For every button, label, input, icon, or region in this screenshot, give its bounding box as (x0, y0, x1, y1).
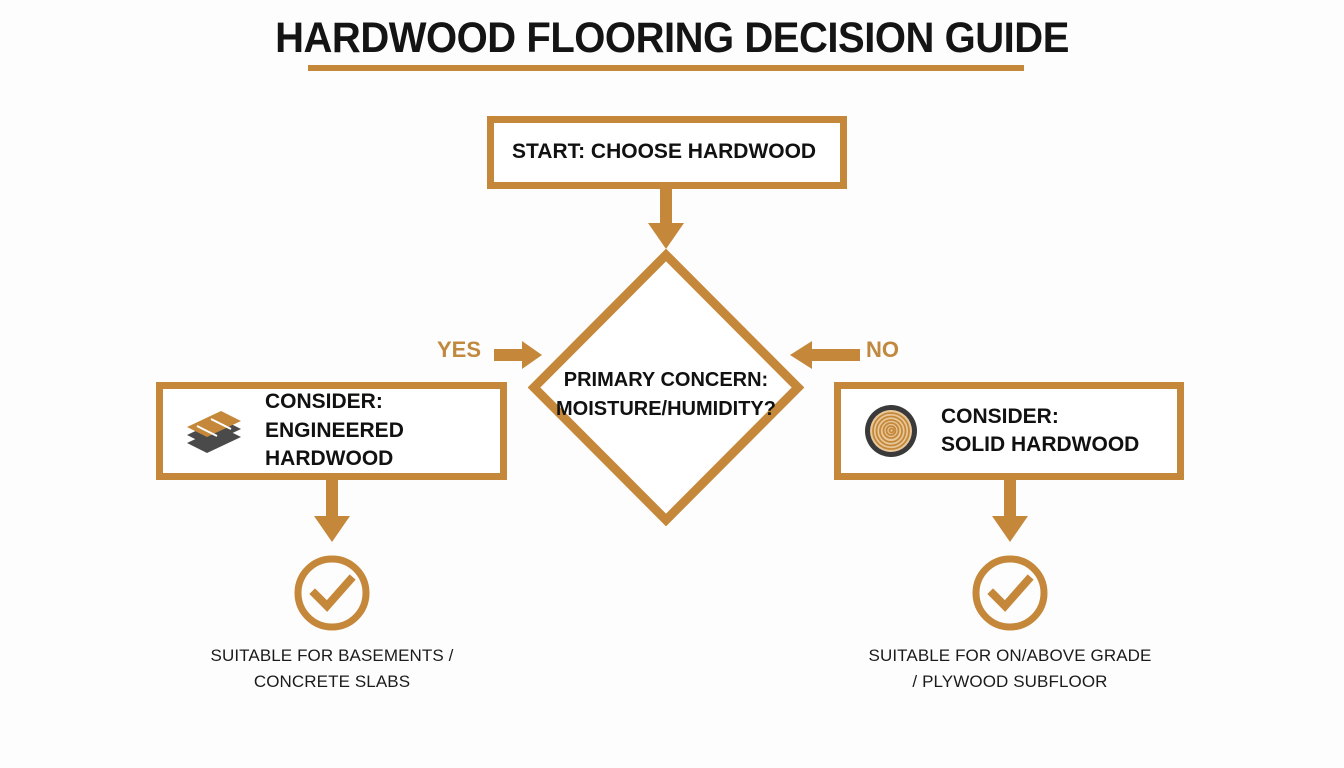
branch-label-no: NO (866, 337, 899, 362)
arrow-solid-to-outcome (992, 480, 1028, 542)
node-solid-hardwood: CONSIDER: SOLID HARDWOOD (834, 382, 1184, 480)
outcome-caption-left: SUITABLE FOR BASEMENTS / CONCRETE SLABS (210, 646, 454, 692)
check-circle-icon-left (294, 555, 370, 631)
arrow-no (790, 341, 860, 369)
node-start-label: START: CHOOSE HARDWOOD (512, 140, 817, 164)
page-title: HARDWOOD FLOORING DECISION GUIDE (275, 14, 1069, 62)
node-start: START: CHOOSE HARDWOOD (487, 116, 847, 189)
check-circle-icon-right (972, 555, 1048, 631)
tree-rings-icon (865, 405, 917, 457)
node-engineered-hardwood: CONSIDER: ENGINEERED HARDWOOD (156, 382, 507, 480)
arrow-engineered-to-outcome (314, 480, 350, 542)
node-decision: PRIMARY CONCERN: MOISTURE/HUMIDITY? (528, 249, 804, 526)
arrow-yes (494, 341, 542, 369)
node-solid-label: CONSIDER: SOLID HARDWOOD (941, 404, 1140, 456)
branch-label-yes: YES (437, 337, 482, 362)
title-underline (308, 65, 1024, 71)
node-engineered-label: CONSIDER: ENGINEERED HARDWOOD (265, 390, 404, 471)
outcome-caption-right: SUITABLE FOR ON/ABOVE GRADE / PLYWOOD SU… (868, 646, 1152, 692)
layered-planks-icon (187, 411, 241, 453)
arrow-start-to-decision (648, 189, 684, 249)
node-decision-label: PRIMARY CONCERN: MOISTURE/HUMIDITY? (556, 369, 776, 420)
